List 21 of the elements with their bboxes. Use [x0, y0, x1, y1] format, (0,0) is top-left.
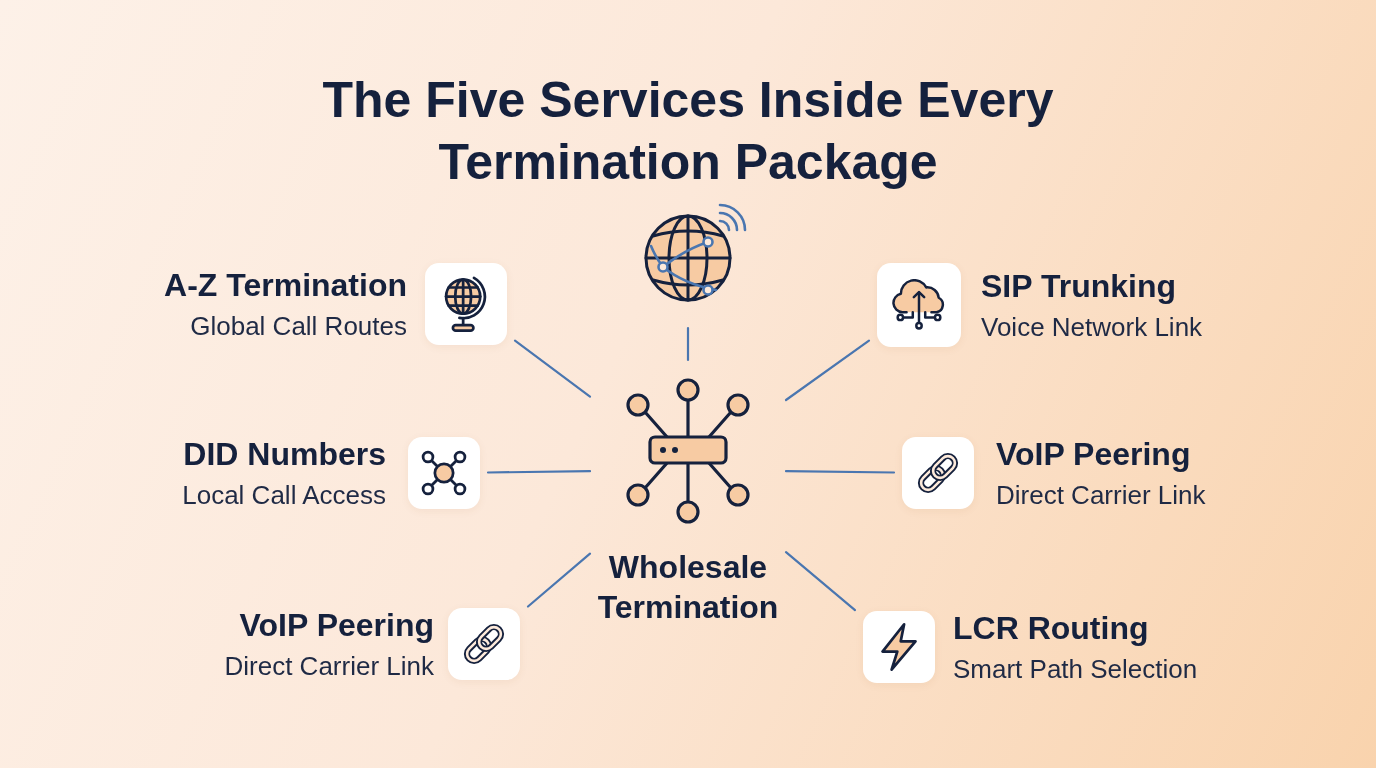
- connector-line: [526, 552, 592, 608]
- service-title: VoIP Peering: [996, 435, 1191, 474]
- connector-line: [784, 470, 896, 474]
- service-subtitle: Smart Path Selection: [953, 653, 1198, 686]
- diagram-title: The Five Services Inside Every Termination Package: [321, 71, 1055, 192]
- hub-label: Wholesale Termination: [596, 548, 780, 627]
- service-title: LCR Routing: [953, 609, 1149, 648]
- service-subtitle: Local Call Access: [182, 479, 386, 512]
- connector-line: [513, 339, 592, 398]
- service-subtitle: Direct Carrier Link: [224, 650, 434, 683]
- connector-line: [686, 326, 690, 362]
- service-subtitle: Voice Network Link: [981, 311, 1203, 344]
- service-title: VoIP Peering: [239, 606, 434, 645]
- service-title: SIP Trunking: [981, 267, 1176, 306]
- service-title: A-Z Termination: [164, 266, 407, 305]
- service-subtitle: Direct Carrier Link: [996, 479, 1206, 512]
- service-title: DID Numbers: [183, 435, 386, 474]
- connector-line: [784, 339, 871, 402]
- connector-line: [486, 470, 592, 474]
- service-subtitle: Global Call Routes: [190, 310, 407, 343]
- connector-line: [784, 551, 857, 612]
